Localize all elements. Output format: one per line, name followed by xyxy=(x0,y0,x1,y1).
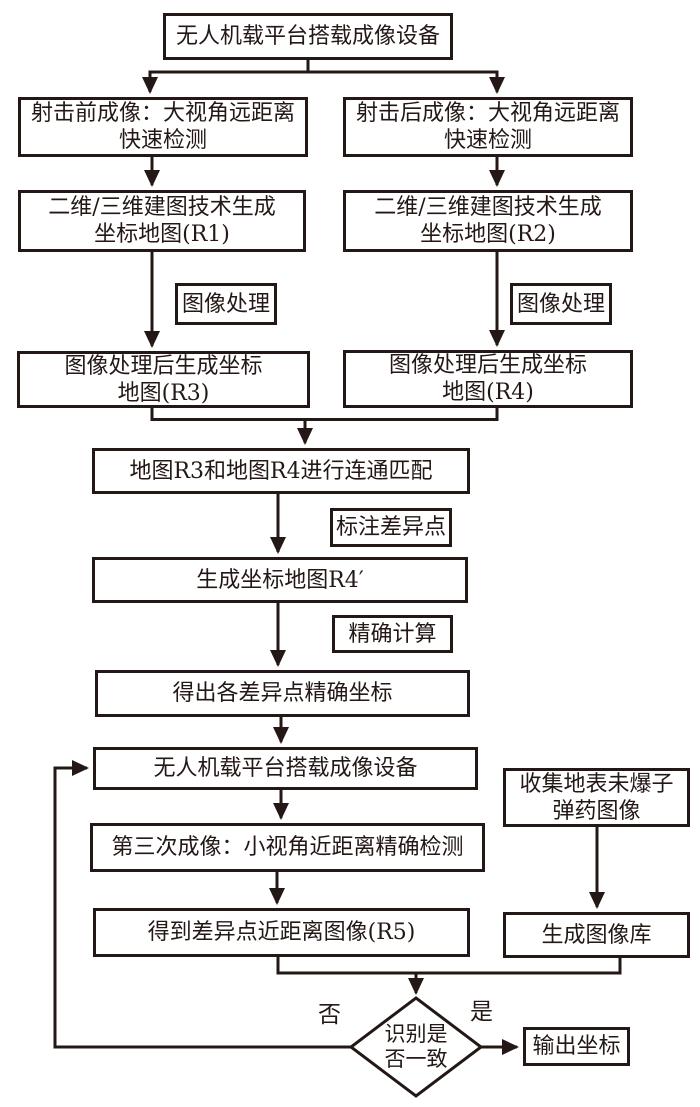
node-map-r1: 二维/三维建图技术生成 坐标地图(R1) xyxy=(18,190,306,252)
edge-label-text: 图像处理 xyxy=(516,291,605,317)
node-third-imaging: 第三次成像：小视角近距离精确检测 xyxy=(90,823,485,872)
edge-label-image-processing-left: 图像处理 xyxy=(175,283,277,325)
node-uav-platform-second: 无人机载平台搭载成像设备 xyxy=(93,747,478,790)
node-start: 无人机载平台搭载成像设备 xyxy=(163,13,453,60)
node-label: 生成坐标地图R4′ xyxy=(196,567,364,593)
edge-label-mark-differences: 标注差异点 xyxy=(330,508,452,547)
edge-label-text: 精确计算 xyxy=(348,621,437,647)
node-map-r4-prime: 生成坐标地图R4′ xyxy=(92,557,468,603)
node-output-coordinates: 输出坐标 xyxy=(523,1027,630,1066)
node-label: 无人机载平台搭载成像设备 xyxy=(175,24,440,49)
node-collect-uxo-images: 收集地表未爆子 弹药图像 xyxy=(503,768,690,827)
node-post-shot-imaging: 射击后成像：大视角远距离 快速检测 xyxy=(343,97,633,157)
edge-label-text: 标注差异点 xyxy=(335,515,446,540)
branch-label-no: 否 xyxy=(318,1002,341,1028)
node-label: 射击前成像：大视角远距离 快速检测 xyxy=(30,101,295,153)
node-label: 得到差异点近距离图像(R5) xyxy=(147,920,416,945)
branch-label-yes: 是 xyxy=(470,999,493,1025)
node-map-r4: 图像处理后生成坐标 地图(R4) xyxy=(343,350,633,408)
node-map-r2: 二维/三维建图技术生成 坐标地图(R2) xyxy=(343,190,633,252)
node-label: 输出坐标 xyxy=(532,1034,621,1059)
node-label: 射击后成像：大视角远距离 快速检测 xyxy=(355,101,620,153)
node-difference-coordinates: 得出各差异点精确坐标 xyxy=(95,670,470,717)
node-connectivity-match: 地图R3和地图R4进行连通匹配 xyxy=(92,448,470,494)
node-label: 收集地表未爆子 弹药图像 xyxy=(519,771,674,824)
feedback-line xyxy=(53,760,351,1049)
node-label: 识别是 否一致 xyxy=(384,1022,448,1071)
node-label: 得出各差异点精确坐标 xyxy=(172,681,393,706)
edge-label-image-processing-right: 图像处理 xyxy=(510,283,612,325)
decision-diamond xyxy=(348,996,484,1098)
node-image-library: 生成图像库 xyxy=(503,912,690,958)
node-label: 二维/三维建图技术生成 坐标地图(R2) xyxy=(374,195,602,247)
node-pre-shot-imaging: 射击前成像：大视角远距离 快速检测 xyxy=(18,97,308,157)
node-label: 无人机载平台搭载成像设备 xyxy=(153,756,418,781)
node-label: 地图R3和地图R4进行连通匹配 xyxy=(129,458,433,484)
node-label: 图像处理后生成坐标 地图(R3) xyxy=(64,353,263,406)
node-label: 图像处理后生成坐标 地图(R4) xyxy=(388,353,587,405)
node-label: 二维/三维建图技术生成 坐标地图(R1) xyxy=(48,195,276,247)
edge-label-text: 图像处理 xyxy=(181,291,270,317)
node-decision: 识别是 否一致 xyxy=(356,1021,476,1073)
node-r5-image: 得到差异点近距离图像(R5) xyxy=(93,908,470,957)
node-label: 生成图像库 xyxy=(541,922,652,948)
node-label: 第三次成像：小视角近距离精确检测 xyxy=(111,835,464,860)
node-map-r3: 图像处理后生成坐标 地图(R3) xyxy=(17,351,310,408)
edge-label-precise-calculation: 精确计算 xyxy=(332,615,453,653)
